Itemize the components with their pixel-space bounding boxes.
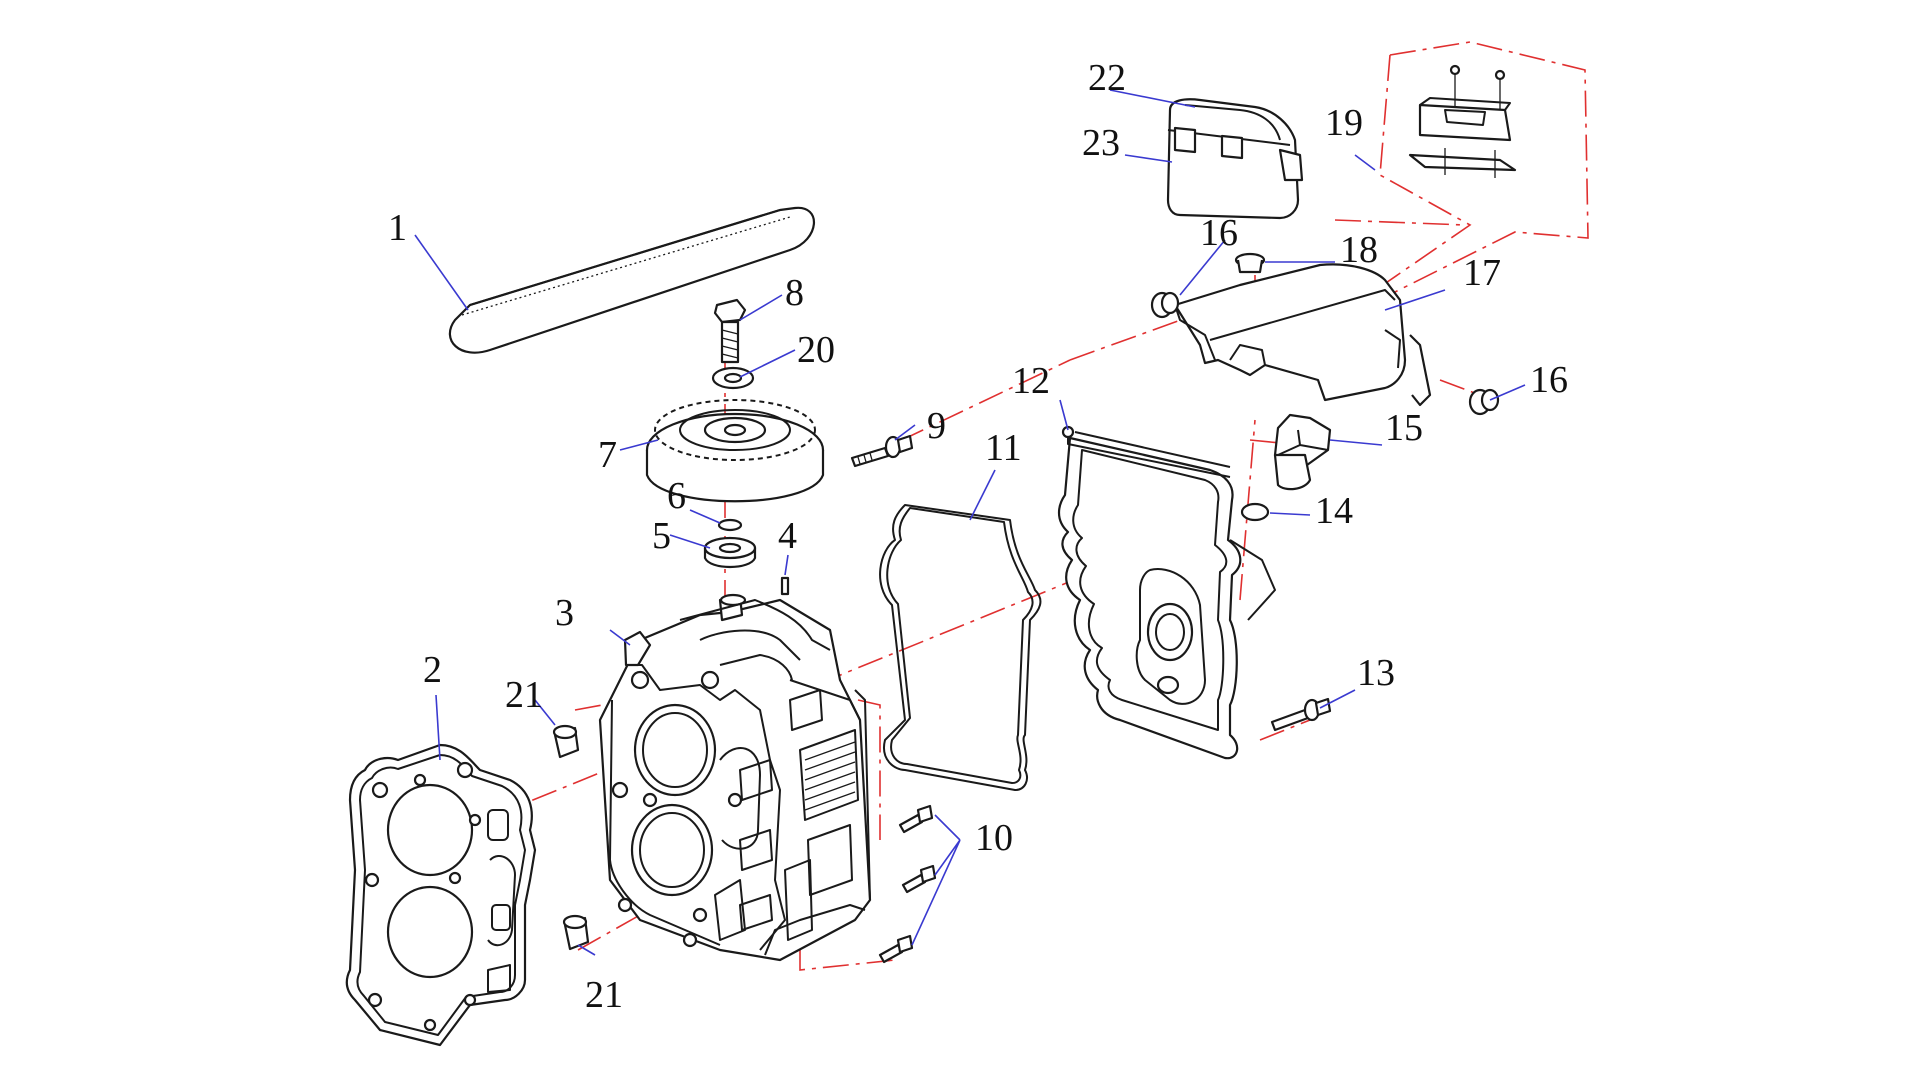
label-6: 6 [667, 475, 686, 517]
label-13: 13 [1357, 652, 1395, 694]
dowel-21-top [552, 724, 580, 759]
oil-seal-5 [703, 536, 757, 568]
label-8: 8 [785, 272, 804, 314]
grommet-18 [1234, 252, 1266, 274]
label-15: 15 [1385, 407, 1423, 449]
fuse-box-22-23 [1166, 98, 1304, 220]
part-labels: 1 2 3 4 5 6 7 8 9 10 11 12 13 14 15 16 1… [388, 57, 1568, 1016]
label-21-top: 21 [505, 674, 543, 716]
label-9: 9 [927, 405, 946, 447]
head-gasket-2 [345, 743, 537, 1047]
label-4: 4 [778, 515, 797, 557]
label-16-right: 16 [1530, 359, 1568, 401]
label-12: 12 [1012, 360, 1050, 402]
bolts-10 [878, 804, 937, 964]
key-pin-4 [780, 576, 790, 596]
timing-belt [448, 206, 815, 354]
label-7: 7 [598, 434, 617, 476]
filler-plug-15 [1273, 413, 1332, 491]
label-20: 20 [797, 329, 835, 371]
label-5: 5 [652, 515, 671, 557]
o-ring-6 [717, 518, 743, 532]
label-19: 19 [1325, 102, 1363, 144]
grommet-16-left [1150, 291, 1180, 319]
cam-sprocket-7 [645, 399, 825, 503]
bolt-8 [713, 298, 747, 364]
belt-cover-17 [1173, 263, 1432, 407]
bolt-13 [1270, 697, 1332, 732]
label-11: 11 [985, 427, 1022, 469]
label-21-bottom: 21 [585, 974, 623, 1016]
label-17: 17 [1463, 252, 1501, 294]
dowel-21-bottom [562, 914, 590, 951]
label-23: 23 [1082, 122, 1120, 164]
washer-20 [711, 366, 755, 390]
inset-part-19 [1408, 64, 1517, 178]
bolt-9 [850, 434, 914, 468]
grommet-16-right [1468, 388, 1500, 416]
label-2: 2 [423, 649, 442, 691]
o-ring-14 [1240, 502, 1270, 522]
cover-gasket-11 [879, 504, 1042, 791]
label-16-top: 16 [1200, 212, 1238, 254]
cylinder-head-3 [598, 593, 872, 962]
head-cover-12 [1057, 425, 1276, 760]
label-1: 1 [388, 207, 407, 249]
label-3: 3 [555, 592, 574, 634]
leader-lines [414, 89, 1526, 956]
label-18: 18 [1340, 229, 1378, 271]
label-10: 10 [975, 817, 1013, 859]
label-22: 22 [1088, 57, 1126, 99]
label-14: 14 [1315, 490, 1353, 532]
